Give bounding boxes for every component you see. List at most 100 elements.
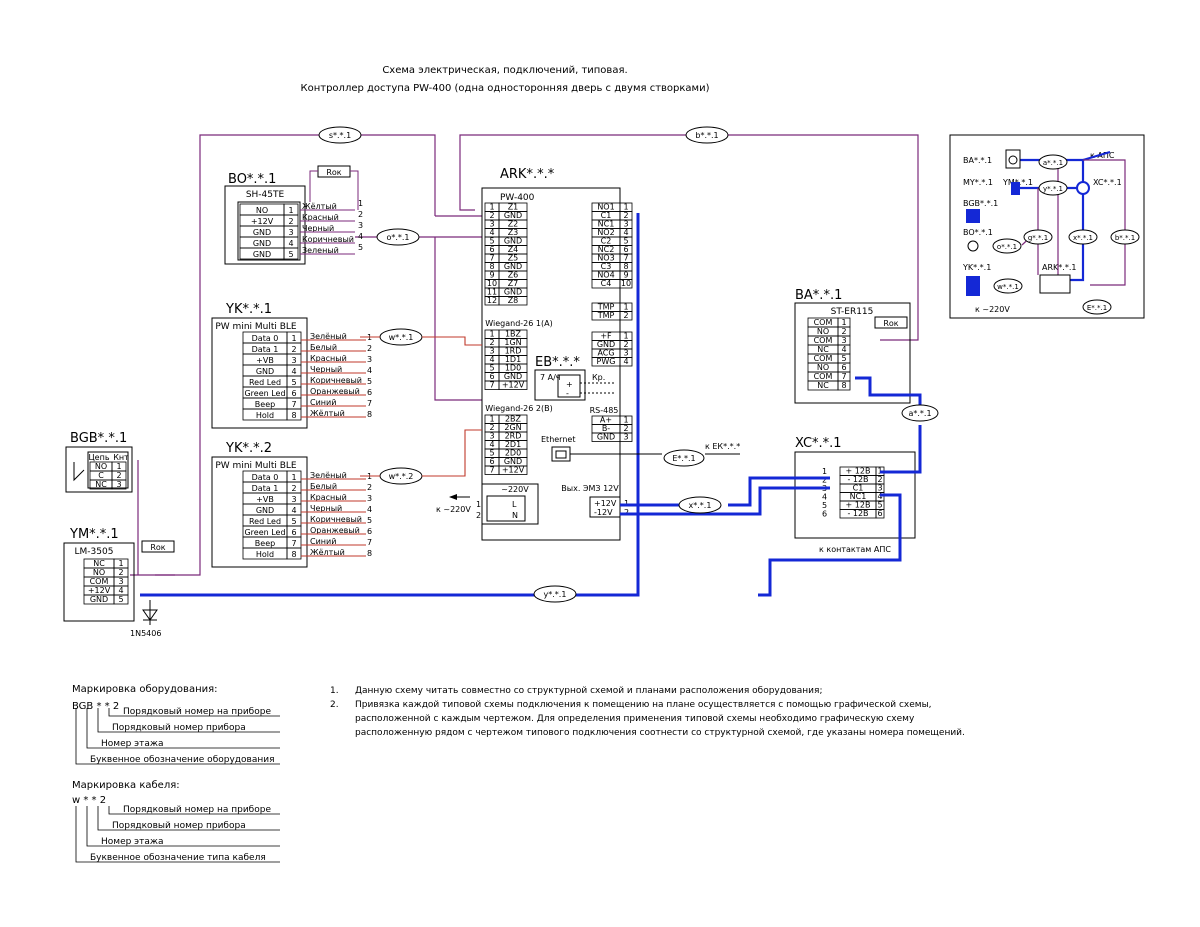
ark-input-row-name: 8 xyxy=(489,262,494,271)
bgb-row-name: C xyxy=(98,471,104,480)
yk2-rows-name: Green Led xyxy=(244,528,285,537)
ym-row-pin: 5 xyxy=(118,595,123,604)
yk1-rows-wire: Жёлтый xyxy=(310,409,345,418)
ark-relay-row-name: C2 xyxy=(601,237,612,246)
xc-row-name: NC1 xyxy=(850,492,867,501)
yk2-rows-wire: Черный xyxy=(310,504,342,513)
legend-cab-title: Маркировка кабеля: xyxy=(72,780,180,791)
ba-model: ST-ER115 xyxy=(831,307,874,317)
svg-text:x*.*.1: x*.*.1 xyxy=(1073,234,1093,242)
red-wires xyxy=(360,336,482,477)
note-num: 2. xyxy=(330,700,339,710)
yk1-rows-term: 4 xyxy=(367,366,372,375)
ark-relay-row-pin: 6 xyxy=(623,245,628,254)
legend-eq-code: BGB * * 2 xyxy=(72,701,119,712)
bgb-row-pin: 3 xyxy=(116,480,121,489)
svg-text:N: N xyxy=(512,511,518,520)
ba-row-name: COM xyxy=(814,354,833,363)
ark-input-row-name: 9 xyxy=(489,271,494,280)
ark-power-row-name: PWG xyxy=(597,357,616,366)
svg-text:o*.*.1: o*.*.1 xyxy=(997,243,1017,251)
ba-row-name: NO xyxy=(817,363,829,372)
title-line2: Контроллер доступа PW-400 (одна одностор… xyxy=(301,83,710,94)
xc-left-pin: 4 xyxy=(822,493,827,502)
yk1-rows-term: 6 xyxy=(367,388,372,397)
xc-row-pin: 6 xyxy=(877,509,882,518)
svg-text:BA*.*.1: BA*.*.1 xyxy=(963,156,992,165)
wiegand2-row-pin: +12V xyxy=(502,466,525,475)
ym-model: LM-3505 xyxy=(75,547,114,557)
svg-text:-12V: -12V xyxy=(594,508,613,517)
bgb-row-name: NC xyxy=(95,480,107,489)
bo-row-pin: 5 xyxy=(288,250,293,259)
wiegand1-row-pin: +12V xyxy=(502,381,525,390)
legend-cab-code: w * * 2 xyxy=(72,795,106,806)
svg-text:XC*.*.1: XC*.*.1 xyxy=(1093,178,1122,187)
yk2-rows-term: 6 xyxy=(367,527,372,536)
yk1-rows-name: GND xyxy=(256,367,274,376)
ym-row-name: NO xyxy=(93,568,105,577)
ba-row-name: NC xyxy=(817,345,829,354)
yk1-rows-name: Data 0 xyxy=(252,334,279,343)
xc-caption: к контактам АПС xyxy=(819,545,891,554)
yk1-rows-pin: 2 xyxy=(291,345,296,354)
svg-text:g*.*.1: g*.*.1 xyxy=(1028,234,1048,242)
note-num: 1. xyxy=(330,686,339,696)
bo-row-pin: 3 xyxy=(288,228,293,237)
bo-rok: Rок xyxy=(326,168,341,177)
rs485-row-name: A+ xyxy=(600,416,612,425)
bo-row-name: NO xyxy=(256,206,268,215)
ark-model: PW-400 xyxy=(500,193,535,203)
wiegand2-row-pin: 2D1 xyxy=(505,440,521,449)
ba-name: BA*.*.1 xyxy=(795,288,842,303)
ym-row-pin: 4 xyxy=(118,586,123,595)
svg-text:1: 1 xyxy=(476,500,481,509)
diode-label: 1N5406 xyxy=(130,629,161,638)
ark-relay-row-name: C1 xyxy=(601,211,612,220)
blue-wires xyxy=(140,213,922,597)
wiegand1-row-pin: 1D0 xyxy=(505,364,521,373)
svg-text:a*.*.1: a*.*.1 xyxy=(908,409,931,418)
yk2-rows-wire: Коричневый xyxy=(310,515,362,524)
bo-term: 1 xyxy=(358,199,363,208)
yk1-rows-name: +VB xyxy=(256,356,274,365)
svg-text:L: L xyxy=(512,500,517,509)
ba-row-name: COM xyxy=(814,372,833,381)
mains-title: ~220V xyxy=(501,485,529,494)
yk1-rows-term: 5 xyxy=(367,377,372,386)
wiegand1-row-name: 7 xyxy=(489,381,494,390)
svg-text:ARK*.*.1: ARK*.*.1 xyxy=(1042,263,1076,272)
ark-relay-row-pin: 9 xyxy=(623,271,628,280)
yk2-rows-name: Data 1 xyxy=(252,484,279,493)
svg-text:-: - xyxy=(566,389,569,398)
xc-row-pin: 3 xyxy=(877,484,882,493)
wiegand2-row-pin: 2RD xyxy=(505,432,522,441)
ark-input-row-name: 11 xyxy=(487,288,497,297)
yk2-rows-term: 2 xyxy=(367,483,372,492)
svg-text:Цепь: Цепь xyxy=(88,453,109,462)
yk2-rows-wire: Белый xyxy=(310,482,337,491)
bo-name: BO*.*.1 xyxy=(228,172,276,187)
leg-cab-item: Порядковый номер на приборе xyxy=(123,805,271,815)
ba-row-name: COM xyxy=(814,336,833,345)
wiegand2-row-name: 4 xyxy=(489,440,494,449)
ethernet-label: Ethernet xyxy=(541,435,575,444)
rs485-row-pin: 3 xyxy=(623,433,628,442)
ark-input-row-name: 4 xyxy=(489,228,494,237)
yk1-rows-wire: Красный xyxy=(310,354,347,363)
ark-relay-row-name: NO3 xyxy=(597,254,614,263)
svg-text:BO*.*.1: BO*.*.1 xyxy=(963,228,993,237)
cable-o: o*.*.1 xyxy=(376,228,420,246)
cable-w1: w*.*.1 xyxy=(379,328,423,346)
yk2-rows-pin: 1 xyxy=(291,473,296,482)
note-text: расположенной с каждым чертежом. Для опр… xyxy=(355,714,915,724)
svg-text:E*.*.1: E*.*.1 xyxy=(672,454,695,463)
yk2-rows-term: 4 xyxy=(367,505,372,514)
ark-input-row-name: 3 xyxy=(489,220,494,229)
ark-input-row-pin: GND xyxy=(504,211,522,220)
ark-tmp-row-name: TMP xyxy=(597,311,615,320)
yk1-rows-name: Red Led xyxy=(249,378,281,387)
wiegand2-row-name: 5 xyxy=(489,449,494,458)
leg-eq-item: Буквенное обозначение оборудования xyxy=(90,755,274,765)
